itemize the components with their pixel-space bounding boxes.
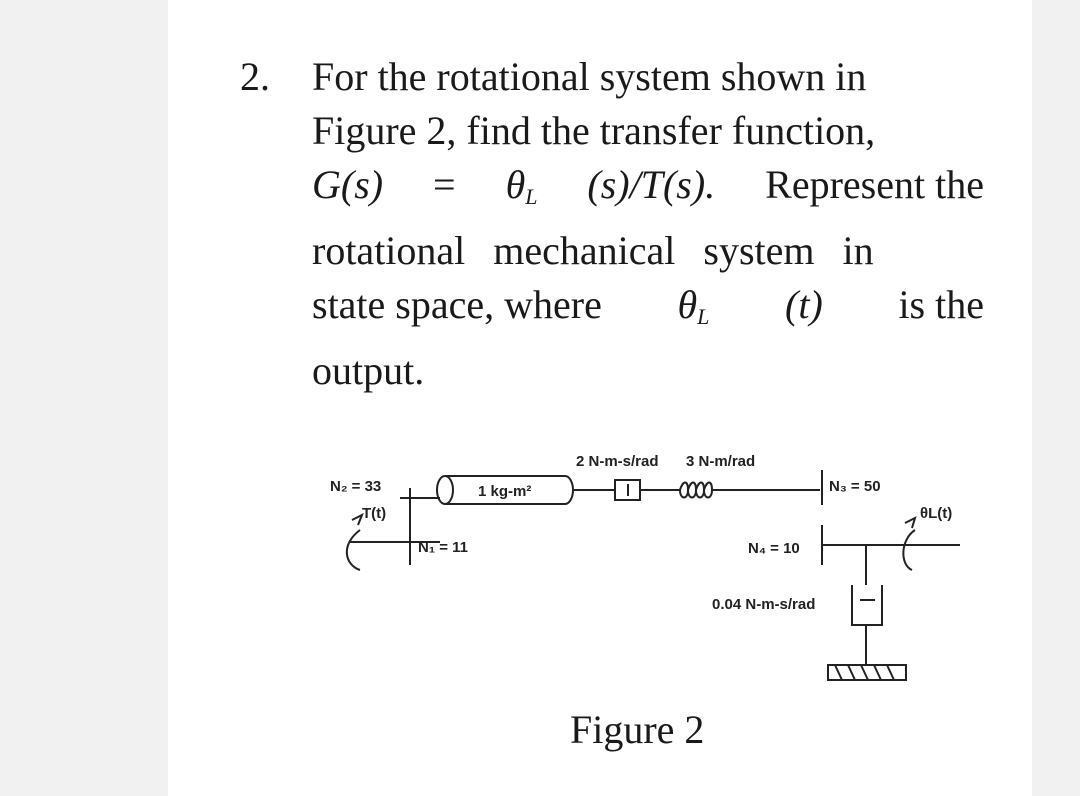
transfer-ratio: (s)/T(s).: [587, 162, 716, 207]
label-n3: N₃ = 50: [829, 478, 881, 495]
question-line-5-start: state space, where: [312, 282, 602, 327]
question-line-5-tail: is the: [898, 282, 984, 327]
question-line-6: output.: [312, 348, 425, 393]
inertia-left-face: [436, 475, 454, 505]
label-inertia: 1 kg-m²: [478, 483, 531, 500]
transfer-function-symbol: G(s): [312, 162, 384, 207]
label-spring: 3 N-m/rad: [686, 453, 755, 470]
label-damper-bottom: 0.04 N-m-s/rad: [712, 596, 815, 613]
label-n1: N₁ = 11: [418, 539, 468, 556]
theta-subscript: L: [525, 184, 538, 209]
question-line-4: rotational mechanical system in: [312, 228, 874, 273]
question-line-5: state space, where θL (t) is the: [312, 278, 984, 344]
theta-symbol: θ: [505, 162, 526, 207]
figure-caption: Figure 2: [570, 707, 705, 752]
question-number: 2.: [240, 54, 270, 99]
label-n2: N₂ = 33: [330, 478, 381, 495]
label-damper-top: 2 N-m-s/rad: [576, 453, 659, 470]
question-line-3-tail: Represent the: [765, 162, 984, 207]
equals-sign: =: [433, 162, 456, 207]
theta-output-subscript: L: [697, 304, 710, 329]
theta-symbol-output: θ: [677, 282, 698, 327]
label-torque: T(t): [362, 505, 386, 522]
question-line-2: Figure 2, find the transfer function,: [312, 108, 876, 153]
document-page: [168, 0, 1032, 796]
spring-icon: [679, 481, 714, 499]
damper-bottom: [851, 585, 883, 626]
question-text: For the rotational system shown in Figur…: [312, 50, 984, 398]
torque-arrow-icon: [345, 529, 361, 571]
question-line-3: G(s) = θL (s)/T(s). Represent the: [312, 158, 984, 224]
label-n4: N₄ = 10: [748, 540, 800, 557]
label-theta: θL(t): [920, 505, 952, 522]
damper-top: [614, 479, 641, 501]
theta-arrow-icon: [902, 529, 916, 571]
question-line-1: For the rotational system shown in: [312, 54, 867, 99]
inertia-right-face: [564, 475, 574, 505]
time-variable: (t): [785, 282, 823, 327]
